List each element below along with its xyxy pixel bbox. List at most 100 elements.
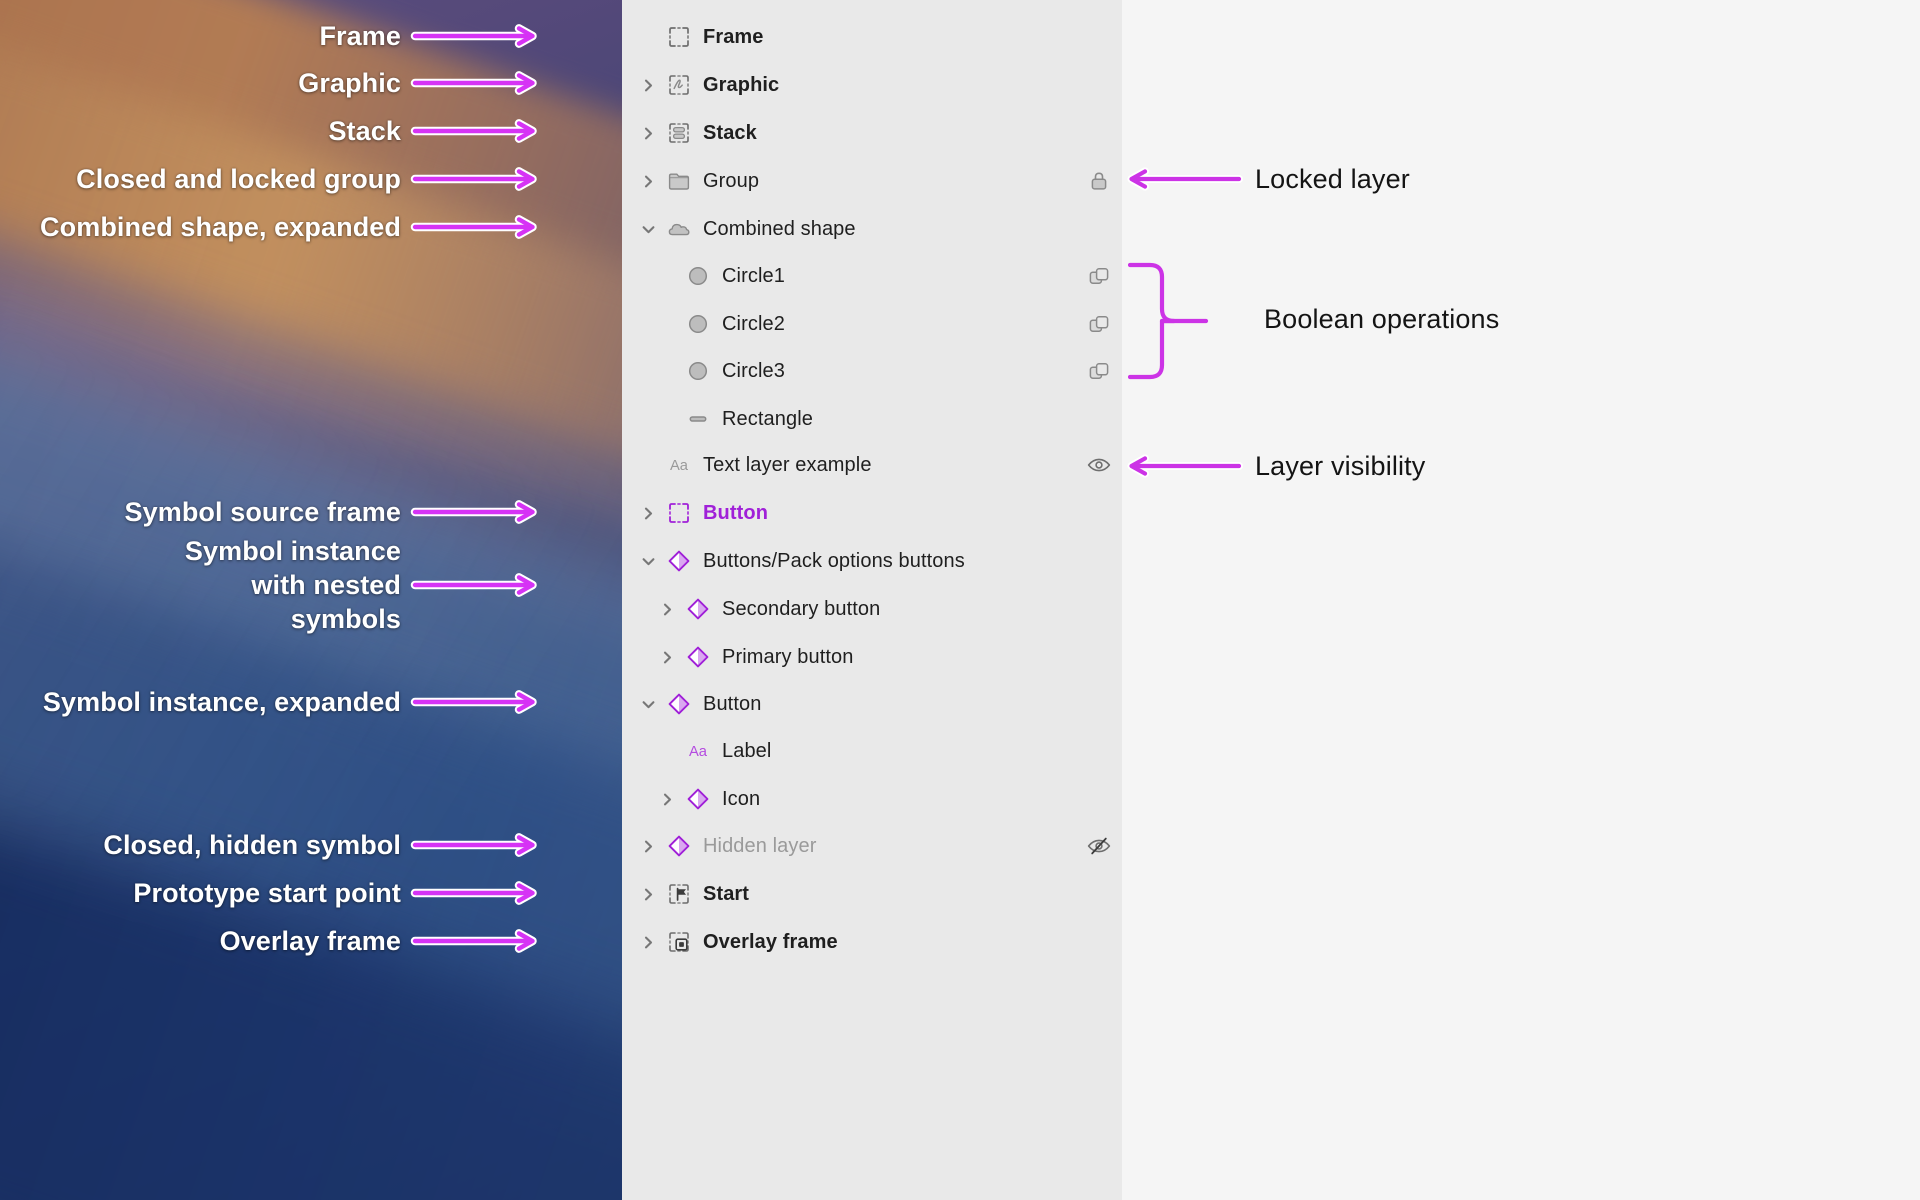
layer-name: Graphic bbox=[703, 73, 780, 96]
stack-icon bbox=[666, 120, 692, 146]
annotation-callout-right: Layer visibility bbox=[1127, 446, 1425, 486]
arrow-right-icon bbox=[410, 71, 537, 95]
layer-row[interactable]: Rectangle bbox=[622, 395, 1122, 443]
layer-row[interactable]: Aa Text layer example bbox=[622, 441, 1122, 489]
chevron-right-icon[interactable] bbox=[640, 838, 657, 855]
boolean-icon[interactable] bbox=[1076, 300, 1122, 348]
disclosure-spacer bbox=[659, 743, 676, 760]
layer-name: Circle3 bbox=[722, 359, 785, 382]
layer-row[interactable]: Button bbox=[622, 680, 1122, 728]
annotation-callout-right: Locked layer bbox=[1127, 159, 1410, 199]
svg-text:Aa: Aa bbox=[670, 458, 689, 474]
symbol-diamond-icon bbox=[685, 644, 711, 670]
annotation-label: Symbol source frame bbox=[124, 496, 401, 527]
annotation-callout-left: Prototype start point bbox=[0, 833, 537, 953]
disclosure-spacer bbox=[659, 268, 676, 285]
layer-name: Text layer example bbox=[703, 453, 872, 476]
layer-row[interactable]: Primary button bbox=[622, 633, 1122, 681]
graphic-icon bbox=[666, 72, 692, 98]
chevron-right-icon[interactable] bbox=[640, 934, 657, 951]
annotation-label: Stack bbox=[328, 115, 401, 146]
layer-row[interactable]: Button bbox=[622, 489, 1122, 537]
layer-row[interactable]: Circle2 bbox=[622, 300, 1122, 348]
chevron-right-icon[interactable] bbox=[640, 173, 657, 190]
layer-row[interactable]: Circle1 bbox=[622, 252, 1122, 300]
disclosure-spacer bbox=[659, 411, 676, 428]
arrow-right-icon bbox=[410, 881, 537, 905]
annotation-label: Locked layer bbox=[1255, 163, 1410, 194]
arrow-right-icon bbox=[410, 573, 537, 597]
boolean-icon[interactable] bbox=[1076, 347, 1122, 395]
chevron-right-icon[interactable] bbox=[640, 505, 657, 522]
annotation-label: Combined shape, expanded bbox=[40, 211, 401, 242]
eye-off-icon[interactable] bbox=[1076, 822, 1122, 870]
annotation-callout-left: Graphic bbox=[0, 23, 537, 143]
annotation-callout-left: Overlay frame bbox=[0, 881, 537, 1001]
chevron-down-icon[interactable] bbox=[640, 696, 657, 713]
layer-name: Secondary button bbox=[722, 597, 881, 620]
layer-row[interactable]: Group bbox=[622, 157, 1122, 205]
arrow-right-icon bbox=[410, 833, 537, 857]
annotation-callout-right: Boolean operations bbox=[1250, 299, 1499, 339]
chevron-down-icon[interactable] bbox=[640, 221, 657, 238]
layer-row[interactable]: Icon bbox=[622, 775, 1122, 823]
layers-panel[interactable]: Frame Graphic Stack Group bbox=[622, 0, 1122, 1200]
layer-row[interactable]: Overlay frame bbox=[622, 918, 1122, 966]
annotation-label: Boolean operations bbox=[1264, 303, 1500, 334]
arrow-left-icon bbox=[1127, 167, 1243, 191]
cloud-union-icon bbox=[666, 216, 692, 242]
annotation-label: Graphic bbox=[298, 67, 401, 98]
layer-row[interactable]: Start bbox=[622, 870, 1122, 918]
annotation-callout-left: Closed and locked group bbox=[0, 119, 537, 239]
lock-icon[interactable] bbox=[1076, 157, 1122, 205]
disclosure-spacer bbox=[659, 363, 676, 380]
eye-icon[interactable] bbox=[1076, 441, 1122, 489]
arrow-right-icon bbox=[410, 929, 537, 953]
layer-name: Primary button bbox=[722, 645, 854, 668]
layer-row[interactable]: Graphic bbox=[622, 61, 1122, 109]
layer-row[interactable]: Buttons/Pack options buttons bbox=[622, 537, 1122, 585]
frame-icon-purple bbox=[666, 500, 692, 526]
annotation-label: Symbol instance, expanded bbox=[42, 686, 401, 717]
annotation-label: Closed, hidden symbol bbox=[103, 829, 401, 860]
layer-name: Stack bbox=[703, 121, 757, 144]
layer-name: Frame bbox=[703, 25, 764, 48]
chevron-right-icon[interactable] bbox=[659, 649, 676, 666]
chevron-down-icon[interactable] bbox=[640, 553, 657, 570]
frame-icon bbox=[666, 24, 692, 50]
layer-row[interactable]: Hidden layer bbox=[622, 822, 1122, 870]
disclosure-spacer bbox=[640, 29, 657, 46]
text-aa-icon: Aa bbox=[666, 452, 692, 478]
folder-icon bbox=[666, 168, 692, 194]
layer-name: Circle2 bbox=[722, 312, 785, 335]
desktop-wallpaper bbox=[0, 0, 622, 1200]
boolean-icon[interactable] bbox=[1076, 252, 1122, 300]
layer-row[interactable]: Stack bbox=[622, 109, 1122, 157]
symbol-diamond-icon bbox=[685, 786, 711, 812]
circle-icon bbox=[685, 358, 711, 384]
annotation-label: Closed and locked group bbox=[76, 163, 401, 194]
annotation-callout-left: Combined shape, expanded bbox=[0, 167, 537, 287]
chevron-right-icon[interactable] bbox=[659, 601, 676, 618]
layer-name: Icon bbox=[722, 787, 761, 810]
chevron-right-icon[interactable] bbox=[659, 791, 676, 808]
chevron-right-icon[interactable] bbox=[640, 125, 657, 142]
symbol-diamond-icon bbox=[666, 833, 692, 859]
annotation-label: Frame bbox=[319, 20, 401, 51]
svg-text:Aa: Aa bbox=[689, 744, 708, 760]
layer-row[interactable]: Circle3 bbox=[622, 347, 1122, 395]
disclosure-spacer bbox=[659, 316, 676, 333]
arrow-right-icon bbox=[410, 215, 537, 239]
layer-name: Buttons/Pack options buttons bbox=[703, 549, 965, 572]
chevron-right-icon[interactable] bbox=[640, 886, 657, 903]
chevron-right-icon[interactable] bbox=[640, 77, 657, 94]
layer-row[interactable]: Secondary button bbox=[622, 585, 1122, 633]
layer-row[interactable]: Frame bbox=[622, 13, 1122, 61]
arrow-right-icon bbox=[410, 690, 537, 714]
layer-row[interactable]: Combined shape bbox=[622, 205, 1122, 253]
arrow-left-icon bbox=[1127, 454, 1243, 478]
arrow-right-icon bbox=[410, 119, 537, 143]
layer-name: Rectangle bbox=[722, 407, 813, 430]
